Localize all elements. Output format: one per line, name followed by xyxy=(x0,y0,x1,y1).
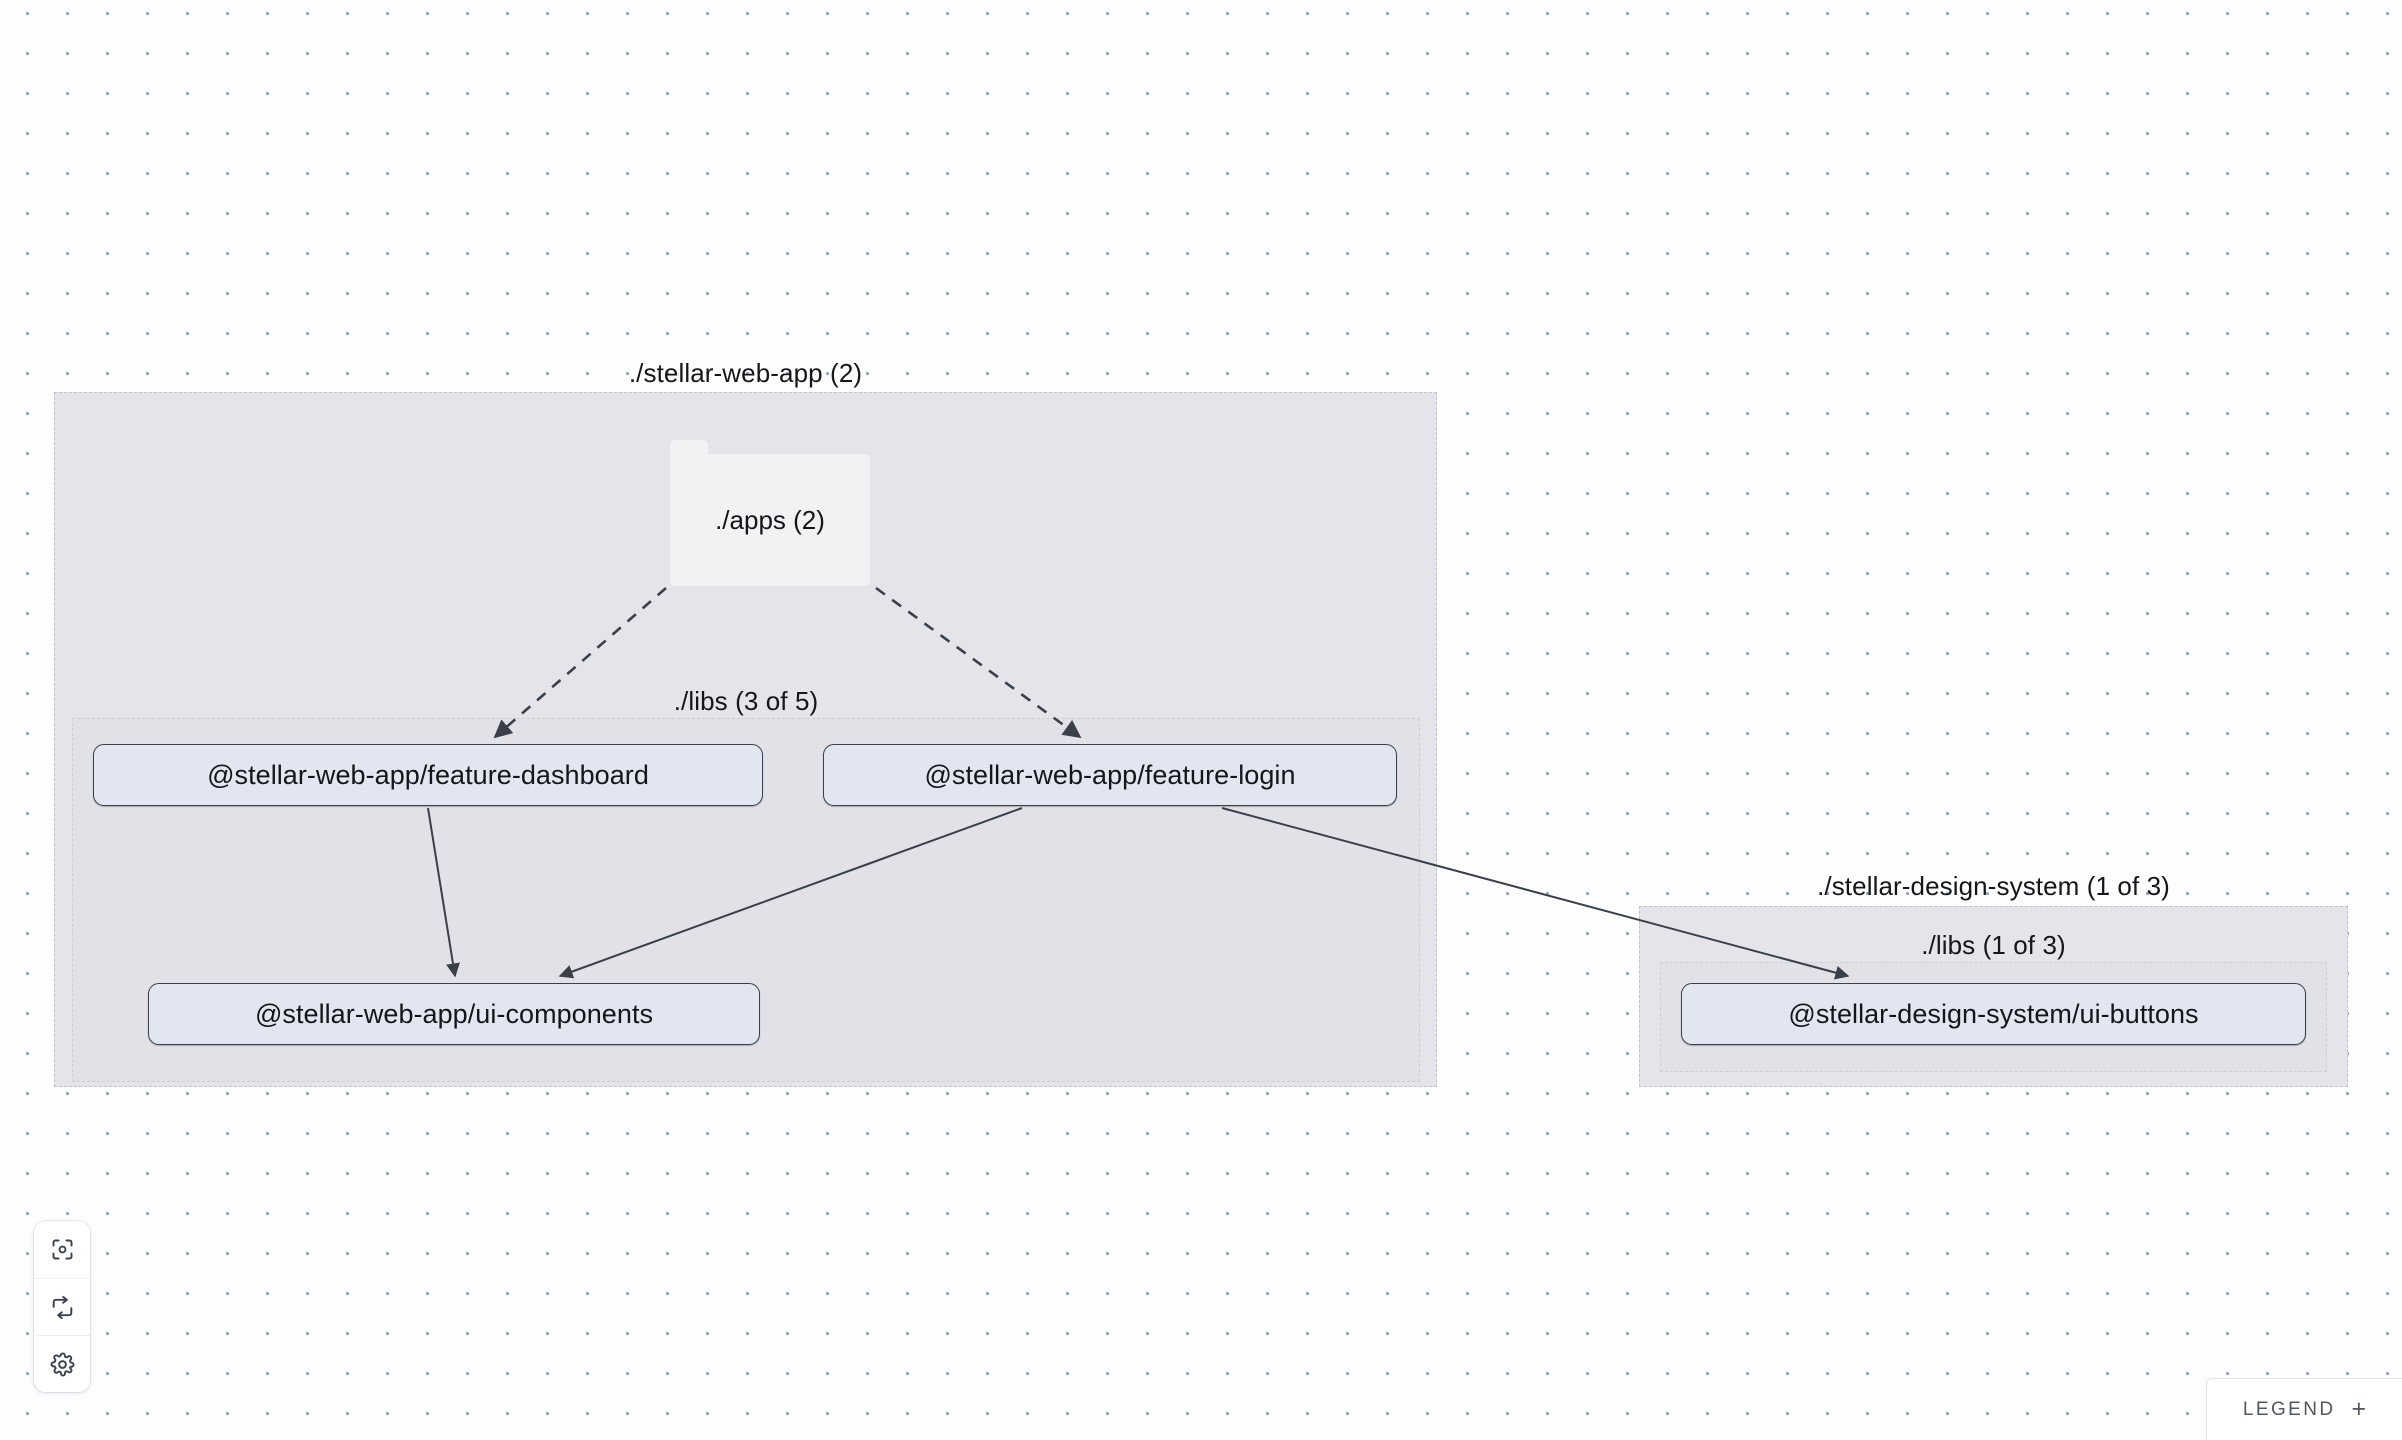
legend-label: LEGEND xyxy=(2242,1398,2336,1420)
graph-controls-panel xyxy=(34,1221,90,1392)
node-label-feature-login: @stellar-web-app/feature-login xyxy=(924,759,1296,790)
group-label-stellar-design-system: ./stellar-design-system (1 of 3) xyxy=(1817,871,2170,901)
node-label-ui-buttons: @stellar-design-system/ui-buttons xyxy=(1788,998,2199,1029)
group-label-stellar-design-system-libs: ./libs (1 of 3) xyxy=(1921,930,2066,960)
node-ui-components[interactable]: @stellar-web-app/ui-components xyxy=(148,983,760,1045)
folder-node-apps[interactable]: ./apps (2) xyxy=(670,440,870,586)
group-label-stellar-web-app: ./stellar-web-app (2) xyxy=(628,358,863,388)
node-ui-buttons[interactable]: @stellar-design-system/ui-buttons xyxy=(1681,983,2306,1045)
settings-button[interactable] xyxy=(34,1335,90,1392)
folder-body-shape: ./apps (2) xyxy=(670,454,870,586)
focus-graph-button[interactable] xyxy=(34,1221,90,1278)
folder-label-apps: ./apps (2) xyxy=(715,504,825,535)
plus-icon: + xyxy=(2351,1395,2367,1423)
node-label-ui-components: @stellar-web-app/ui-components xyxy=(254,998,654,1029)
group-label-stellar-web-app-libs: ./libs (3 of 5) xyxy=(673,686,819,716)
focus-target-icon xyxy=(49,1236,76,1263)
gear-icon xyxy=(49,1351,76,1378)
refresh-graph-button[interactable] xyxy=(34,1278,90,1335)
node-label-feature-dashboard: @stellar-web-app/feature-dashboard xyxy=(207,759,649,790)
node-feature-login[interactable]: @stellar-web-app/feature-login xyxy=(823,744,1397,806)
refresh-icon xyxy=(49,1294,76,1321)
node-feature-dashboard[interactable]: @stellar-web-app/feature-dashboard xyxy=(93,744,763,806)
folder-tab-shape xyxy=(670,440,708,458)
group-stellar-design-system-libs[interactable] xyxy=(1660,962,2327,1072)
legend-panel[interactable]: LEGEND + xyxy=(2206,1378,2402,1440)
